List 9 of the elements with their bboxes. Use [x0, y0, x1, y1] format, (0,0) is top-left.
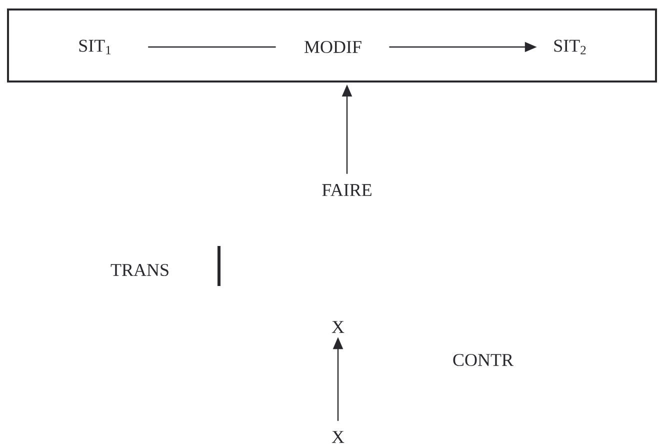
- node-label: FAIRE: [322, 184, 372, 196]
- node-label: SIT$_{2}$: [554, 40, 586, 54]
- node-label: MODIF: [304, 40, 362, 54]
- frame-box: [7, 8, 657, 82]
- node-label: X: [332, 321, 344, 333]
- text-label: CONTR: [453, 354, 514, 366]
- text-label: TRANS: [110, 264, 168, 276]
- node-label: SIT$_{1}$: [79, 40, 111, 54]
- node-label: X: [332, 431, 344, 443]
